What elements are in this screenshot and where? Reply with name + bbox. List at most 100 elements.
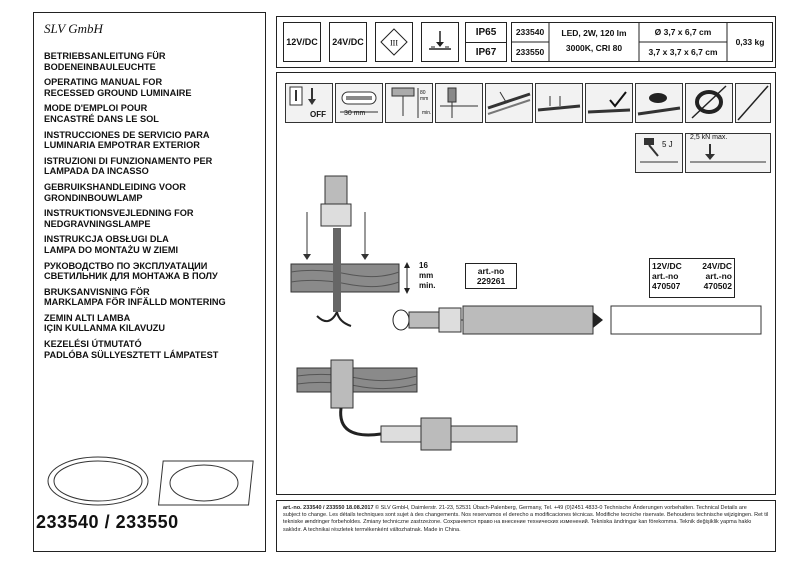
- product-numbers: 233540 / 233550: [36, 512, 179, 532]
- drill-hole-icon: [340, 91, 378, 113]
- step-check-ok: [585, 83, 633, 123]
- led-spec-line1: LED, 2W, 120 lm: [561, 28, 627, 38]
- depth-value: 16: [419, 261, 428, 270]
- step-load: 2,5 kN max.: [685, 133, 771, 173]
- ground-level-icon: [537, 96, 581, 112]
- manual-title-line: GEBRUIKSHANDLEIDING VOOR: [44, 181, 186, 192]
- legal-footer: art.-no. 233540 / 233550 18.08.2017 © SL…: [283, 505, 771, 534]
- footer-article-date: art.-no. 233540 / 233550 18.08.2017: [283, 505, 374, 511]
- dim-30mm-label: 30 mm: [344, 110, 366, 117]
- dim-min-label: min.: [422, 110, 432, 116]
- step-impact: 5 J: [635, 133, 683, 173]
- manual-title-line: BETRIEBSANLEITUNG FÜR: [44, 51, 166, 61]
- recessed-mount-icon: [429, 31, 451, 50]
- dimension-square: 3,7 x 3,7 x 6,7 cm: [648, 47, 718, 57]
- step-ground-2: [535, 83, 583, 123]
- no-obstruct-icon: [737, 85, 769, 121]
- voltage-24v-box: 24V/DC: [329, 22, 367, 62]
- step-ground-1: [485, 83, 533, 123]
- protection-class-iii-icon: III: [380, 28, 408, 56]
- load-arrow-icon: [690, 144, 766, 163]
- ground-slope-icon: [487, 91, 531, 115]
- ip65-label: IP65: [466, 23, 506, 43]
- protection-class-box: III: [375, 22, 413, 62]
- manual-title-line: INSTRUCCIONES DE SERVICIO PARA: [44, 129, 210, 140]
- footer-line3: tekniske ændringer forbeholdes. Zmiany t…: [283, 519, 752, 526]
- spec-panel: 12V/DC 24V/DC III IP65 IP67 233540: [276, 16, 776, 68]
- product-outline-drawing: [47, 456, 254, 506]
- installation-diagram: [290, 175, 762, 451]
- step-ground-3: [635, 83, 683, 123]
- manual-title-line: NEDGRAVNINGSLAMPE: [44, 218, 151, 229]
- article-233550: 233550: [515, 47, 545, 57]
- step-drill-hole: 30 mm: [335, 83, 383, 123]
- dim-80mm-label: 80 mm: [420, 90, 429, 102]
- art-470507: 470507: [652, 281, 681, 291]
- no-cover-icon: [691, 85, 727, 119]
- article-233540: 233540: [515, 27, 545, 37]
- manual-title-line: BRUKSANVISNING FÖR: [44, 286, 150, 297]
- impact-label: 5 J: [662, 140, 673, 149]
- step-no-cover: [685, 83, 733, 123]
- manual-title-line: INSTRUKTIONSVEJLEDNING FOR: [44, 208, 194, 219]
- switch-off-icon: [289, 86, 316, 106]
- art-470502: 470502: [703, 281, 732, 291]
- load-label: 2,5 kN max.: [690, 134, 728, 141]
- manual-title-line: OPERATING MANUAL FOR: [44, 77, 163, 88]
- insert-fixture-icon: [440, 87, 478, 118]
- manual-title-line: ENCASTRÉ DANS LE SOL: [44, 113, 159, 124]
- col-12v-art-label: art.-no: [652, 271, 679, 281]
- voltage-12v-label: 12V/DC: [286, 36, 318, 47]
- manual-title-line: ISTRUZIONI DI FUNZIONAMENTO PER: [44, 155, 213, 166]
- ip-rating-box: IP65 IP67: [465, 22, 507, 62]
- voltage-24v-label: 24V/DC: [332, 36, 364, 47]
- voltage-12v-box: 12V/DC: [283, 22, 321, 62]
- step-no-obstruct: [735, 83, 771, 123]
- manual-title-line: СВЕТИЛЬНИК ДЛЯ МОНТАЖА В ПОЛУ: [44, 271, 218, 282]
- manual-title-line: IÇIN KULLANMA KILAVUZU: [44, 323, 165, 334]
- step-power-off: OFF: [285, 83, 333, 123]
- depth-icon: [391, 87, 419, 118]
- manual-title-line: LAMPADA DA INCASSO: [44, 166, 149, 177]
- hand-press-icon: [637, 93, 681, 116]
- ip67-label: IP67: [475, 47, 497, 58]
- manual-title-line: BODENEINBAULEUCHTE: [44, 61, 156, 72]
- manual-title-line: РУКОВОДСТВО ПО ЭКСПЛУАТАЦИИ: [44, 260, 208, 271]
- col-24v-art-label: art.-no: [705, 271, 732, 281]
- step-insert: [435, 83, 483, 123]
- callout-art-transformers: 12V/DC 24V/DC art.-no art.-no 470507 470…: [649, 258, 735, 298]
- spec-table: 233540 233550 LED, 2W, 120 lm 3000K, CRI…: [511, 22, 773, 62]
- callout-art-229261: art.-no 229261: [465, 263, 517, 289]
- recessed-mount-box: [421, 22, 459, 62]
- brand-name: SLV GmbH: [44, 21, 103, 36]
- manual-title-line: LAMPA DO MONTAŻU W ZIEMI: [44, 244, 179, 255]
- manual-title-line: INSTRUKCJA OBSŁUGI DLA: [44, 234, 169, 245]
- footer-line1: © SLV GmbH, Daimlerstr. 21-23, 52531 Üba…: [373, 505, 747, 511]
- depth-unit: mm: [419, 271, 434, 280]
- manual-title-line: LUMINARIA EMPOTRAR EXTERIOR: [44, 140, 200, 151]
- drawing-panel: OFF 30 mm 80 mm min.: [276, 72, 776, 495]
- manual-title-line: KEZELÉSI ÚTMUTATÓ: [44, 339, 142, 350]
- callout-left-value: 229261: [476, 276, 506, 286]
- col-24v: 24V/DC: [702, 261, 732, 271]
- footer-line4: saklıdır. A technikai részletek terméken…: [283, 526, 461, 533]
- step-depth: 80 mm min.: [385, 83, 433, 123]
- manual-title-line: PADLÓBA SÜLLYESZTETT LÁMPATEST: [44, 349, 219, 360]
- led-spec-line2: 3000K, CRI 80: [565, 43, 623, 53]
- col-12v: 12V/DC: [652, 261, 682, 271]
- depth-min: min.: [419, 281, 436, 290]
